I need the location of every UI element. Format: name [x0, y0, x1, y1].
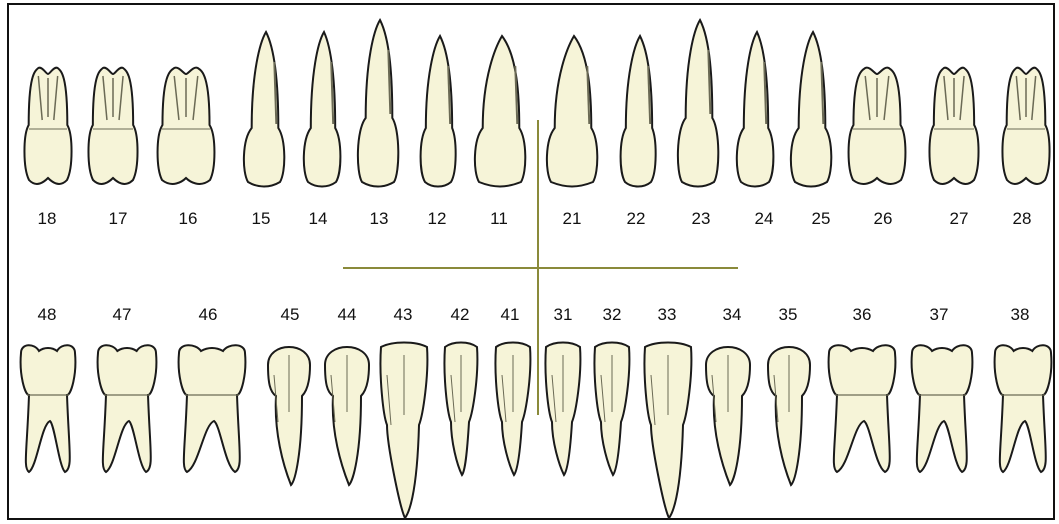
lower-tooth-34 — [706, 347, 750, 485]
upper-label-22: 22 — [616, 209, 656, 229]
upper-tooth-24 — [737, 32, 774, 187]
upper-tooth-23 — [678, 20, 718, 187]
lower-tooth-32 — [594, 343, 629, 476]
lower-tooth-44 — [325, 347, 369, 485]
lower-label-44: 44 — [327, 305, 367, 325]
lower-tooth-35 — [768, 347, 810, 485]
lower-label-34: 34 — [712, 305, 752, 325]
lower-label-37: 37 — [919, 305, 959, 325]
upper-tooth-27 — [929, 68, 978, 184]
lower-tooth-41 — [495, 343, 530, 476]
lower-tooth-33 — [644, 343, 691, 519]
upper-label-23: 23 — [681, 209, 721, 229]
lower-tooth-38 — [995, 345, 1052, 472]
upper-label-16: 16 — [168, 209, 208, 229]
lower-tooth-48 — [21, 345, 76, 472]
upper-label-25: 25 — [801, 209, 841, 229]
lower-label-47: 47 — [102, 305, 142, 325]
upper-tooth-21 — [547, 36, 597, 187]
lower-label-48: 48 — [27, 305, 67, 325]
upper-tooth-18 — [24, 68, 71, 184]
upper-tooth-25 — [791, 32, 831, 187]
upper-label-14: 14 — [298, 209, 338, 229]
lower-label-38: 38 — [1000, 305, 1040, 325]
lower-label-31: 31 — [543, 305, 583, 325]
upper-label-24: 24 — [744, 209, 784, 229]
lower-label-32: 32 — [592, 305, 632, 325]
lower-label-43: 43 — [383, 305, 423, 325]
upper-label-13: 13 — [359, 209, 399, 229]
lower-tooth-45 — [268, 347, 310, 485]
lower-label-35: 35 — [768, 305, 808, 325]
upper-label-28: 28 — [1002, 209, 1042, 229]
lower-tooth-37 — [912, 345, 973, 472]
lower-tooth-42 — [444, 343, 477, 476]
lower-tooth-47 — [98, 345, 157, 472]
lower-label-36: 36 — [842, 305, 882, 325]
lower-tooth-31 — [545, 343, 580, 476]
upper-tooth-16 — [158, 68, 215, 184]
lower-tooth-46 — [179, 345, 246, 472]
lower-tooth-36 — [829, 345, 896, 472]
upper-label-15: 15 — [241, 209, 281, 229]
upper-tooth-28 — [1002, 68, 1049, 184]
upper-tooth-26 — [849, 68, 906, 184]
upper-label-12: 12 — [417, 209, 457, 229]
upper-tooth-13 — [358, 20, 398, 187]
upper-label-27: 27 — [939, 209, 979, 229]
upper-label-21: 21 — [552, 209, 592, 229]
lower-label-46: 46 — [188, 305, 228, 325]
upper-tooth-17 — [88, 68, 137, 184]
upper-tooth-14 — [304, 32, 341, 187]
upper-label-18: 18 — [27, 209, 67, 229]
lower-label-45: 45 — [270, 305, 310, 325]
lower-label-42: 42 — [440, 305, 480, 325]
upper-tooth-11 — [475, 36, 525, 187]
upper-tooth-15 — [244, 32, 284, 187]
upper-label-17: 17 — [98, 209, 138, 229]
upper-label-26: 26 — [863, 209, 903, 229]
upper-tooth-22 — [621, 36, 656, 187]
upper-tooth-12 — [421, 36, 456, 187]
lower-tooth-43 — [380, 343, 427, 519]
lower-label-33: 33 — [647, 305, 687, 325]
lower-label-41: 41 — [490, 305, 530, 325]
upper-label-11: 11 — [479, 209, 519, 229]
